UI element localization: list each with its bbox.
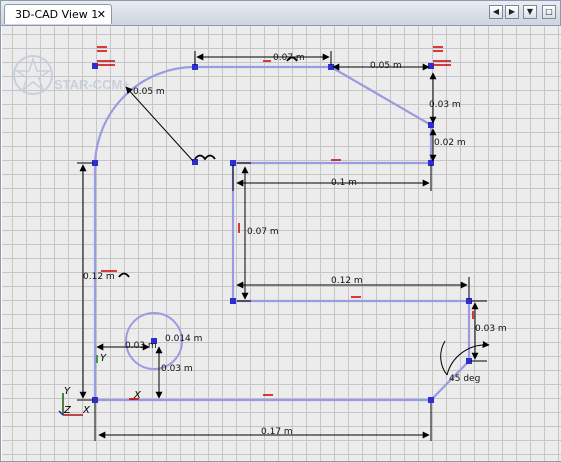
dim-chamfer-width[interactable]: 0.05 m — [370, 61, 402, 71]
dim-inner-height[interactable]: 0.07 m — [247, 227, 279, 237]
axis-x-label: X — [82, 405, 91, 416]
tab-label: 3D-CAD View 1 — [15, 8, 99, 21]
star-ccm-logo: STAR-CCM+ — [13, 55, 130, 95]
scroll-right-icon[interactable]: ▶ — [505, 5, 519, 19]
origin-x-label: X — [133, 390, 142, 401]
dimension-labels: 0.07 m 0.05 m 0.05 m 0.03 m 0.02 m 0.1 m… — [83, 53, 507, 437]
outer-profile[interactable] — [93, 65, 471, 402]
logo-text: STAR-CCM+ — [54, 77, 130, 92]
origin-y-label: Y — [100, 353, 107, 364]
axis-y-label: Y — [64, 386, 71, 397]
axis-z-label: Z — [63, 405, 72, 416]
sketch-origin: Y X — [96, 353, 142, 401]
circle-profile[interactable] — [125, 312, 183, 370]
dim-inner-bottom-width[interactable]: 0.12 m — [331, 276, 363, 286]
dim-chamfer-height[interactable]: 0.03 m — [429, 100, 461, 110]
tab-bar: 3D-CAD View 1 ✕ ◀ ▶ ▼ □ — [1, 1, 560, 26]
dim-right-height[interactable]: 0.03 m — [475, 324, 507, 334]
sketch-canvas[interactable]: STAR-CCM+ — [2, 26, 561, 461]
dim-circle-y[interactable]: 0.03 m — [161, 364, 193, 374]
sketch-vertices[interactable] — [92, 63, 472, 403]
tab-3d-cad-view[interactable]: 3D-CAD View 1 ✕ — [4, 4, 112, 24]
close-icon[interactable]: ✕ — [96, 8, 106, 21]
tangent-glyphs — [118, 56, 298, 278]
dim-angle[interactable]: 45 deg — [449, 374, 480, 384]
dim-right-step[interactable]: 0.02 m — [434, 138, 466, 148]
dim-arc-radius[interactable]: 0.05 m — [133, 87, 165, 97]
sketch-drawing: STAR-CCM+ — [13, 46, 507, 441]
dim-circle-x[interactable]: 0.03 m — [125, 341, 157, 351]
dim-left-height[interactable]: 0.12 m — [83, 272, 115, 282]
dim-inner-top-width[interactable]: 0.1 m — [331, 178, 357, 188]
dim-bottom-width[interactable]: 0.17 m — [261, 427, 293, 437]
axis-triad: Y Z X — [58, 386, 91, 416]
dim-circle-radius[interactable]: 0.014 m — [165, 334, 202, 344]
view-menu-icon[interactable]: ▼ — [523, 5, 537, 19]
scroll-left-icon[interactable]: ◀ — [489, 5, 503, 19]
dimension-lines — [77, 51, 490, 441]
restore-icon[interactable]: □ — [542, 5, 556, 19]
